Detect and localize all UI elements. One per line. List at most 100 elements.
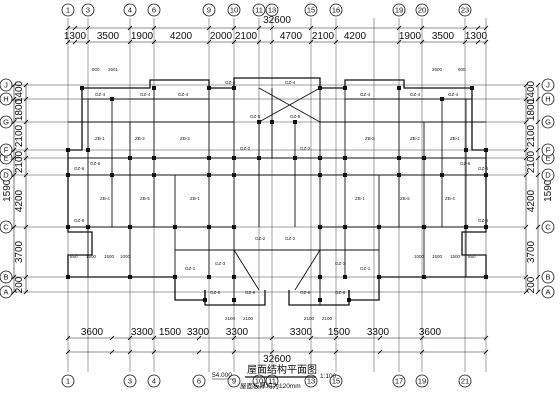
member-label: GZ-6: [210, 290, 221, 295]
column-mark: [232, 298, 236, 302]
member-label: GZ-5: [290, 114, 301, 119]
column-mark: [110, 173, 114, 177]
axis-bubble-bottom-3-label: 3: [128, 377, 132, 386]
dim-tick: [396, 39, 402, 45]
dim-top-10: 1900: [399, 31, 422, 42]
axis-bubble-top-3: 3: [81, 3, 95, 17]
dim-tick: [256, 39, 262, 45]
dim-tick: [308, 25, 314, 31]
column-mark: [484, 225, 488, 229]
dim-bottom-5: 3300: [226, 327, 249, 338]
member-label: GZ-4: [178, 92, 189, 97]
column-mark: [203, 298, 207, 302]
dim-tick: [85, 39, 91, 45]
column-mark: [152, 86, 156, 90]
dim-tick: [151, 25, 157, 31]
axis-bubble-left-G: G: [0, 115, 13, 129]
dim-right-6: 1800: [526, 98, 537, 121]
axis-bubble-top-4: 4: [123, 3, 137, 17]
member-label: GZ-6: [90, 161, 101, 166]
dim-left-3: 4200: [14, 189, 25, 212]
column-mark: [464, 148, 468, 152]
axis-bubble-right-G-label: G: [545, 118, 551, 127]
dim-bottom-7: 1500: [328, 327, 351, 338]
dim-top-6: 2100: [235, 31, 258, 42]
dim-tick: [23, 82, 29, 88]
dim-tick: [462, 39, 468, 45]
axis-bubble-top-23-label: 23: [461, 6, 469, 15]
inner-dim-top-left-2: 2601: [108, 67, 119, 72]
dimension-ticks: [11, 25, 541, 355]
inner-dim-lower-left-1: 2100: [225, 316, 236, 321]
column-mark: [257, 120, 261, 124]
dim-tick: [23, 155, 29, 161]
dim-tick: [11, 274, 17, 280]
dim-tick: [23, 172, 29, 178]
axis-bubble-top-10: 10: [227, 3, 241, 17]
axis-bubble-bottom-9: 9: [227, 374, 241, 388]
member-label: GZ-3: [215, 261, 226, 266]
dim-tick: [269, 335, 275, 341]
dim-tick: [23, 224, 29, 230]
dim-tick: [377, 349, 383, 355]
axis-bubble-left-C: C: [0, 220, 13, 234]
dim-tick: [11, 289, 17, 295]
member-label: GZ-4: [448, 92, 459, 97]
dim-tick: [483, 335, 489, 341]
dim-tick: [333, 25, 339, 31]
axis-bubble-top-16: 16: [329, 3, 343, 17]
inner-dim-top-left-1: 900: [92, 67, 100, 72]
column-mark: [397, 156, 401, 160]
column-mark: [207, 225, 211, 229]
member-label: ZB-3: [365, 136, 375, 141]
axis-bubble-bottom-17: 17: [392, 374, 406, 388]
dim-bottom-6: 3300: [290, 327, 313, 338]
dim-tick: [523, 172, 529, 178]
inner-dim-bottom-left-3: 1500: [104, 254, 115, 259]
dim-bottom-4: 3300: [187, 327, 210, 338]
dim-tick: [127, 39, 133, 45]
slab-thickness-note: 屋面板厚均为120mm: [240, 381, 301, 390]
dim-right-1: 200: [526, 276, 537, 293]
axis-bubble-top-1-label: 1: [66, 6, 70, 15]
column-mark: [207, 156, 211, 160]
dim-tick: [23, 96, 29, 102]
dim-left-6: 1800: [14, 98, 25, 121]
column-mark: [484, 148, 488, 152]
dim-left-2: 3700: [14, 240, 25, 263]
column-mark: [207, 86, 211, 90]
axis-bubble-top-19: 19: [392, 3, 406, 17]
column-mark: [318, 173, 322, 177]
axis-bubble-bottom-4: 4: [147, 374, 161, 388]
column-mark: [80, 86, 84, 90]
inner-dim-bottom-right-3: 1500: [450, 254, 461, 259]
dim-tick: [127, 349, 133, 355]
dim-tick: [523, 224, 529, 230]
column-mark: [318, 225, 322, 229]
dim-tick: [72, 25, 78, 31]
dim-tick: [206, 39, 212, 45]
column-mark: [66, 275, 70, 279]
dim-bottom-8: 3300: [367, 327, 390, 338]
axis-bubble-left-E-label: E: [3, 154, 8, 163]
dim-tick: [231, 349, 237, 355]
column-mark: [232, 275, 236, 279]
column-mark: [343, 173, 347, 177]
dim-tick: [151, 335, 157, 341]
column-mark: [377, 225, 381, 229]
member-label: GZ-6: [74, 166, 85, 171]
axis-bubble-top-9-label: 9: [207, 6, 211, 15]
dim-top-8: 2100: [312, 31, 335, 42]
axis-bubble-right-A: A: [541, 285, 555, 299]
internal-walls: [68, 87, 486, 305]
axis-bubble-right-D-label: D: [545, 171, 551, 180]
dim-tick: [11, 224, 17, 230]
overall-dim-top: 32600: [263, 15, 291, 26]
dim-right-4: 2100: [526, 150, 537, 173]
axis-bubble-top-9: 9: [202, 3, 216, 17]
dim-left-5: 2100: [14, 124, 25, 147]
inner-dim-lower-right-1: 2100: [304, 316, 315, 321]
dim-bottom-1: 3600: [81, 327, 104, 338]
dim-tick: [523, 96, 529, 102]
